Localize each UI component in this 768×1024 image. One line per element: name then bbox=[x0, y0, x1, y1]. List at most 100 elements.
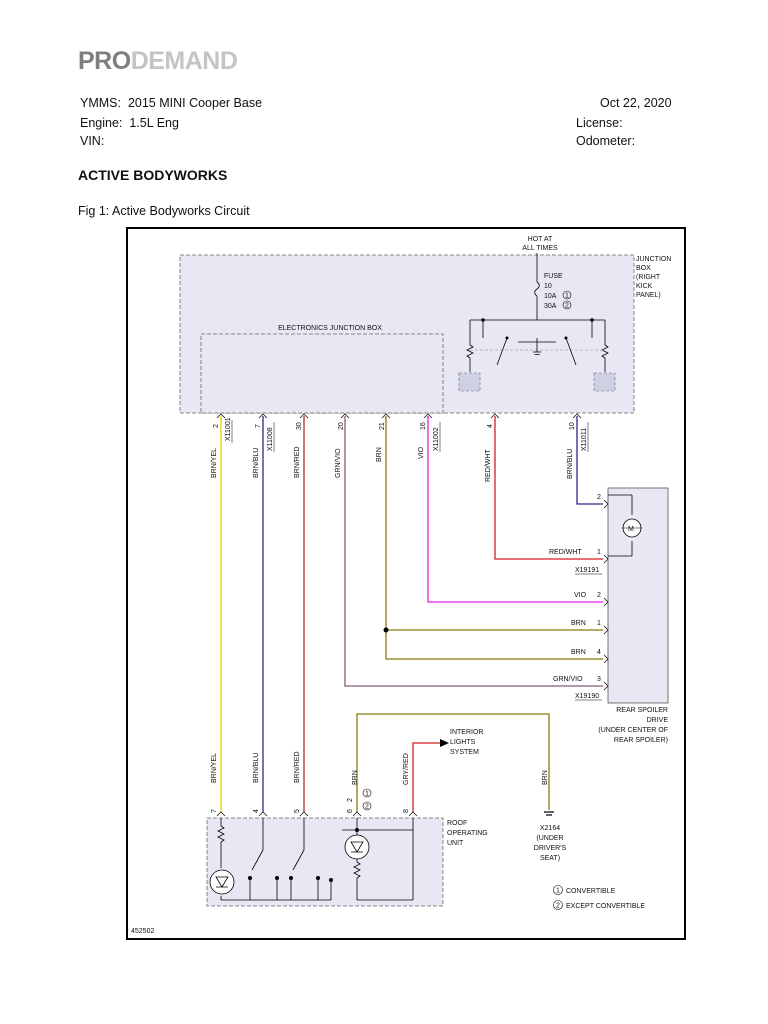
pin-label: 7 bbox=[255, 424, 262, 428]
wire-gry-red bbox=[412, 742, 440, 812]
ground-label-2: (UNDER bbox=[536, 835, 563, 842]
legend-marker-1 bbox=[553, 885, 563, 895]
jb-label-3: (RIGHT bbox=[636, 274, 661, 281]
ground-label-3: DRIVER'S bbox=[534, 845, 567, 852]
connector-x11008: X11008 bbox=[267, 427, 274, 451]
rsd-label-1: REAR SPOILER bbox=[616, 707, 668, 714]
wire-label: BRN/RED bbox=[294, 751, 301, 783]
pin-label: 8 bbox=[403, 809, 410, 813]
ymms-value: 2015 MINI Cooper Base bbox=[127, 96, 263, 110]
option-marker-2 bbox=[362, 801, 372, 811]
il-label-2: LIGHTS bbox=[450, 739, 476, 746]
junction-dot bbox=[329, 878, 333, 882]
engine-row: Engine: 1.5L Eng bbox=[80, 116, 179, 131]
option-marker-2-text: 2 bbox=[365, 804, 369, 811]
il-label-3: SYSTEM bbox=[450, 749, 479, 756]
jb-label-4: KICK bbox=[636, 283, 653, 290]
figure-id: 452502 bbox=[131, 928, 154, 935]
diode-icon bbox=[350, 841, 364, 853]
rear-spoiler-drive bbox=[607, 487, 669, 704]
pin-label: 10 bbox=[569, 422, 576, 430]
rou-label-3: UNIT bbox=[447, 840, 464, 847]
junction-dot bbox=[505, 336, 509, 340]
junction-dot bbox=[248, 876, 252, 880]
wire-label: GRY/RED bbox=[403, 753, 410, 785]
wire-brn-roof bbox=[356, 713, 550, 812]
arrow-icon bbox=[440, 739, 449, 747]
ground-label-1: X2164 bbox=[540, 825, 560, 832]
spoiler-wire-label: RED/WHT bbox=[549, 549, 582, 556]
electronics-junction-box bbox=[200, 333, 444, 414]
junction-dot bbox=[316, 876, 320, 880]
wire-label: BRN/BLU bbox=[253, 448, 260, 478]
pin-label: 4 bbox=[253, 809, 260, 813]
led-left-icon bbox=[209, 869, 235, 895]
legend-marker-2 bbox=[553, 900, 563, 910]
license-label: License: bbox=[576, 116, 623, 130]
spoiler-wire-label: BRN bbox=[571, 620, 586, 627]
relay-contact-left bbox=[496, 337, 508, 366]
wire-label: BRN/YEL bbox=[211, 753, 218, 783]
spoiler-pin: 2 bbox=[597, 592, 601, 599]
diagram-frame bbox=[126, 227, 686, 940]
pin-label: 7 bbox=[211, 809, 218, 813]
option-marker-2-text: 2 bbox=[565, 303, 569, 310]
junction-dot bbox=[275, 876, 279, 880]
pin-label: 16 bbox=[420, 422, 427, 430]
splice-dot bbox=[383, 627, 389, 633]
rsd-label-2: DRIVE bbox=[647, 717, 669, 724]
fuse-label: FUSE bbox=[544, 273, 563, 280]
option-marker-1 bbox=[362, 788, 372, 798]
engine-value: 1.5L Eng bbox=[129, 116, 179, 130]
all-times-label: ALL TIMES bbox=[522, 245, 558, 252]
hot-at-label: HOT AT bbox=[528, 236, 553, 243]
pin-label: 5 bbox=[294, 809, 301, 813]
fuse-rating-b: 30A bbox=[544, 303, 557, 310]
pin-label: 4 bbox=[487, 424, 494, 428]
wire-label: BRN/BLU bbox=[567, 449, 574, 479]
spoiler-wire-label: BRN bbox=[571, 649, 586, 656]
wire-vio bbox=[427, 416, 603, 603]
wire-brn-blu-10 bbox=[576, 416, 603, 505]
jb-label-1: JUNCTION bbox=[636, 256, 671, 263]
jb-label-2: BOX bbox=[636, 265, 651, 272]
wire-grn-vio bbox=[344, 416, 603, 687]
pin-label: 6 bbox=[347, 809, 354, 813]
vin-label: VIN: bbox=[80, 134, 105, 148]
wiring-diagram: HOT AT ALL TIMES JUNCTION BOX (RIGHT KIC… bbox=[131, 236, 671, 935]
relay-coil-right bbox=[601, 344, 609, 359]
prodemand-logo: PRODEMAND bbox=[78, 47, 238, 75]
wire-label: BRN bbox=[542, 770, 549, 785]
option-marker-1-text: 1 bbox=[565, 293, 569, 300]
pin-label: 20 bbox=[338, 422, 345, 430]
junction-dot bbox=[355, 828, 359, 832]
ground-label-4: SEAT) bbox=[540, 855, 560, 862]
wire-label: BRN/BLU bbox=[253, 753, 260, 783]
relay-module-left bbox=[458, 372, 481, 392]
option-marker-2 bbox=[562, 300, 572, 310]
junction-dot bbox=[564, 336, 568, 340]
rsd-label-3: (UNDER CENTER OF bbox=[598, 727, 668, 734]
ymms-label: YMMS: bbox=[80, 96, 121, 110]
section-title: ACTIVE BODYWORKS bbox=[78, 167, 228, 183]
engine-label: Engine: bbox=[80, 116, 123, 130]
spoiler-wire-label: VIO bbox=[574, 592, 587, 599]
spoiler-connector-chevrons bbox=[603, 499, 609, 691]
rsd-label-4: REAR SPOILER) bbox=[614, 737, 668, 744]
connector-x11002: X11002 bbox=[433, 427, 440, 451]
jb-label-5: PANEL) bbox=[636, 292, 661, 299]
wire-label: BRN/RED bbox=[294, 446, 301, 478]
connector-chevrons bbox=[216, 413, 582, 419]
relay-contact-right bbox=[565, 337, 577, 366]
spoiler-pin: 1 bbox=[597, 549, 601, 556]
connector-x19191: X19191 bbox=[575, 567, 599, 574]
pin-label: 30 bbox=[296, 422, 303, 430]
junction-dot bbox=[289, 876, 293, 880]
legend-except-convertible: EXCEPT CONVERTIBLE bbox=[566, 903, 645, 910]
spoiler-pin: 4 bbox=[597, 649, 601, 656]
wire-brn-21 bbox=[385, 416, 603, 660]
ejb-label: ELECTRONICS JUNCTION BOX bbox=[278, 325, 382, 332]
fuse-symbol bbox=[534, 281, 540, 297]
spoiler-wire-label: GRN/VIO bbox=[553, 676, 583, 683]
connector-x11001: X11001 bbox=[225, 417, 232, 441]
